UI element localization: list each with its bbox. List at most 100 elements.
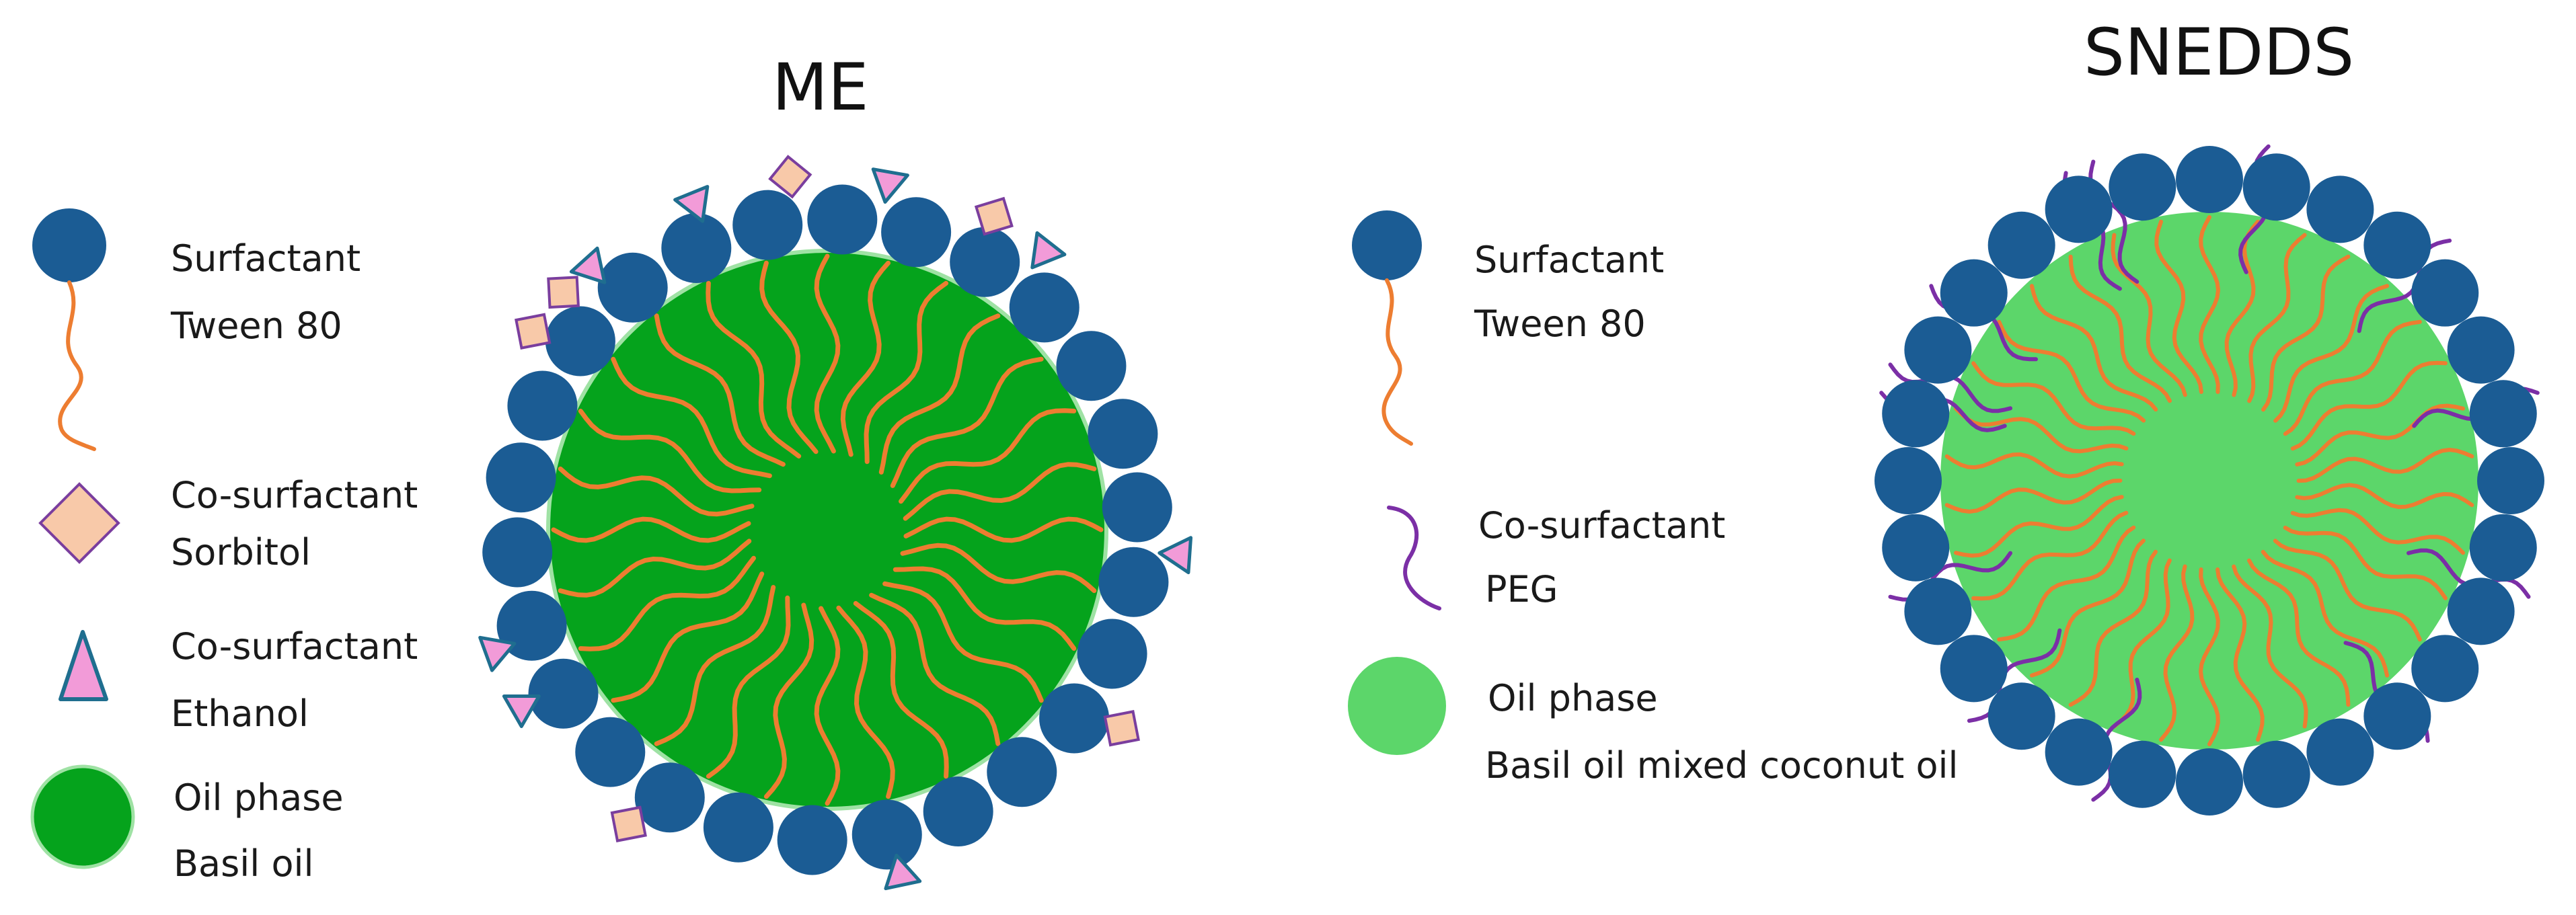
me-surfactant-tail xyxy=(814,253,841,454)
me-surfactant-tail xyxy=(578,408,762,493)
snedds-surfactant-tail xyxy=(2159,564,2195,742)
snedds-heads xyxy=(1874,146,2544,815)
snedds-surfactant-head xyxy=(2045,718,2113,786)
me-legend-sorbitol-diamond xyxy=(38,482,120,564)
me-surfactant-head xyxy=(807,184,878,255)
snedds-surfactant-head xyxy=(1940,259,2008,327)
me-ethanol-triangle xyxy=(673,185,710,223)
me-surfactant-head xyxy=(575,717,646,787)
snedds-surfactant-head xyxy=(2176,146,2243,213)
me-surfactant-tail xyxy=(899,408,1077,504)
me-surfactant-head xyxy=(528,658,599,729)
snedds-surfactant-tail xyxy=(2290,360,2448,451)
me-ethanol-triangle xyxy=(1030,231,1067,270)
me-title: ME xyxy=(772,50,869,125)
snedds-surfactant-head xyxy=(2469,514,2537,582)
snedds-surfactant-head xyxy=(1874,447,1942,514)
snedds-surfactant-head xyxy=(1882,514,1950,582)
me-surfactant-tail xyxy=(654,313,786,467)
me-surfactant-tail xyxy=(903,462,1097,521)
snedds-surfactant-head xyxy=(1904,316,1972,384)
me-surfactant-head xyxy=(1088,399,1158,469)
snedds-surfactant-head xyxy=(2242,740,2310,808)
snedds-surfactant-tail xyxy=(2283,319,2422,436)
me-surfactant-head xyxy=(881,197,952,268)
snedds-legend-peg-label: Co-surfactant xyxy=(1478,504,1726,547)
me-legend-sorbitol-name: Sorbitol xyxy=(171,531,311,573)
snedds-surfactant-tail xyxy=(2224,219,2260,397)
snedds-legend-surfactant-tail xyxy=(1381,278,1413,446)
snedds-surfactant-head xyxy=(2242,153,2310,221)
snedds-surfactant-head xyxy=(2363,682,2431,750)
me-surfactant-tail xyxy=(853,601,949,779)
me-surfactant-tail xyxy=(882,581,1044,703)
me-surfactant-head xyxy=(851,799,922,870)
snedds-surfactant-tail xyxy=(2199,215,2221,394)
snedds-legend-surfactant-head xyxy=(1352,210,1422,280)
snedds-surfactant-head xyxy=(2411,259,2479,327)
snedds-surfactant-tail xyxy=(2295,483,2474,510)
snedds-micelle xyxy=(1874,144,2544,815)
me-legend-surfactant-label: Surfactant xyxy=(171,237,361,280)
snedds-surfactant-tail xyxy=(2296,447,2474,483)
me-legend-surfactant-name: Tween 80 xyxy=(171,305,342,347)
snedds-surfactant-tail xyxy=(2273,284,2390,423)
me-legend-sorbitol-label: Co-surfactant xyxy=(171,474,418,516)
snedds-legend-peg-chain xyxy=(1387,506,1441,610)
me-surfactant-tail xyxy=(611,571,765,703)
snedds-surfactant-tail xyxy=(1997,319,2146,423)
snedds-surfactant-head xyxy=(1940,635,2008,703)
me-surfactant-tail xyxy=(900,543,1097,594)
me-legend-surfactant-head xyxy=(32,208,106,282)
me-legend-ethanol-label: Co-surfactant xyxy=(171,625,418,668)
snedds-surfactant-head xyxy=(1882,380,1950,448)
me-surfactant-tail xyxy=(611,356,772,479)
me-surfactant-tail xyxy=(869,592,1001,746)
snedds-legend-surfactant-name: Tween 80 xyxy=(1474,303,1646,345)
me-surfactant-head xyxy=(1098,547,1169,617)
me-surfactant-tail xyxy=(759,260,819,454)
me-surfactant-tail xyxy=(654,585,776,746)
me-sorbitol-diamond xyxy=(974,196,1014,236)
me-micelle xyxy=(478,155,1192,891)
me-ethanol-triangle xyxy=(569,246,607,284)
snedds-surfactant-tail xyxy=(2247,558,2351,707)
me-ethanol-triangle xyxy=(502,694,541,728)
snedds-surfactant-head xyxy=(2411,635,2479,703)
me-legend-ethanol-name: Ethanol xyxy=(171,692,309,735)
snedds-surfactant-tail xyxy=(2232,564,2308,729)
snedds-surfactant-tail xyxy=(1954,406,2129,454)
me-surfactant-head xyxy=(507,370,578,441)
me-surfactant-head xyxy=(597,252,668,323)
me-surfactant-tail xyxy=(864,280,949,465)
snedds-surfactant-head xyxy=(2447,578,2515,645)
me-sorbitol-diamond xyxy=(515,313,552,350)
me-surfactant-tail xyxy=(578,555,756,651)
snedds-surfactant-tail xyxy=(1997,525,2136,642)
snedds-surfactant-head xyxy=(2477,447,2544,514)
me-sorbitol-diamond xyxy=(610,805,647,842)
snedds-oil-core xyxy=(1940,212,2478,750)
me-surfactant-head xyxy=(1009,272,1079,343)
me-sorbitol-diamond xyxy=(1103,710,1140,747)
me-surfactant-head xyxy=(703,792,773,863)
me-surfactant-tail xyxy=(840,260,891,457)
snedds-surfactant-head xyxy=(2176,748,2243,815)
snedds-surfactant-head xyxy=(2469,380,2537,448)
me-cosurfactants xyxy=(478,155,1192,891)
snedds-surfactant-tail xyxy=(1954,495,2124,558)
me-heads xyxy=(482,184,1172,875)
snedds-surfactant-tail xyxy=(2029,284,2158,412)
snedds-surfactant-tail xyxy=(2261,549,2390,678)
snedds-surfactant-tail xyxy=(2068,254,2172,403)
snedds-surfactant-tail xyxy=(2111,233,2187,397)
me-surfactant-tail xyxy=(558,539,752,598)
snedds-surfactant-tail xyxy=(1944,452,2124,479)
snedds-surfactant-tail xyxy=(2247,233,2307,403)
snedds-surfactant-tail xyxy=(2068,549,2158,707)
me-surfactant-tail xyxy=(878,313,1001,475)
snedds-legend-surfactant-label: Surfactant xyxy=(1474,239,1665,281)
me-surfactant-head xyxy=(545,306,615,376)
me-surfactant-head xyxy=(486,442,556,513)
